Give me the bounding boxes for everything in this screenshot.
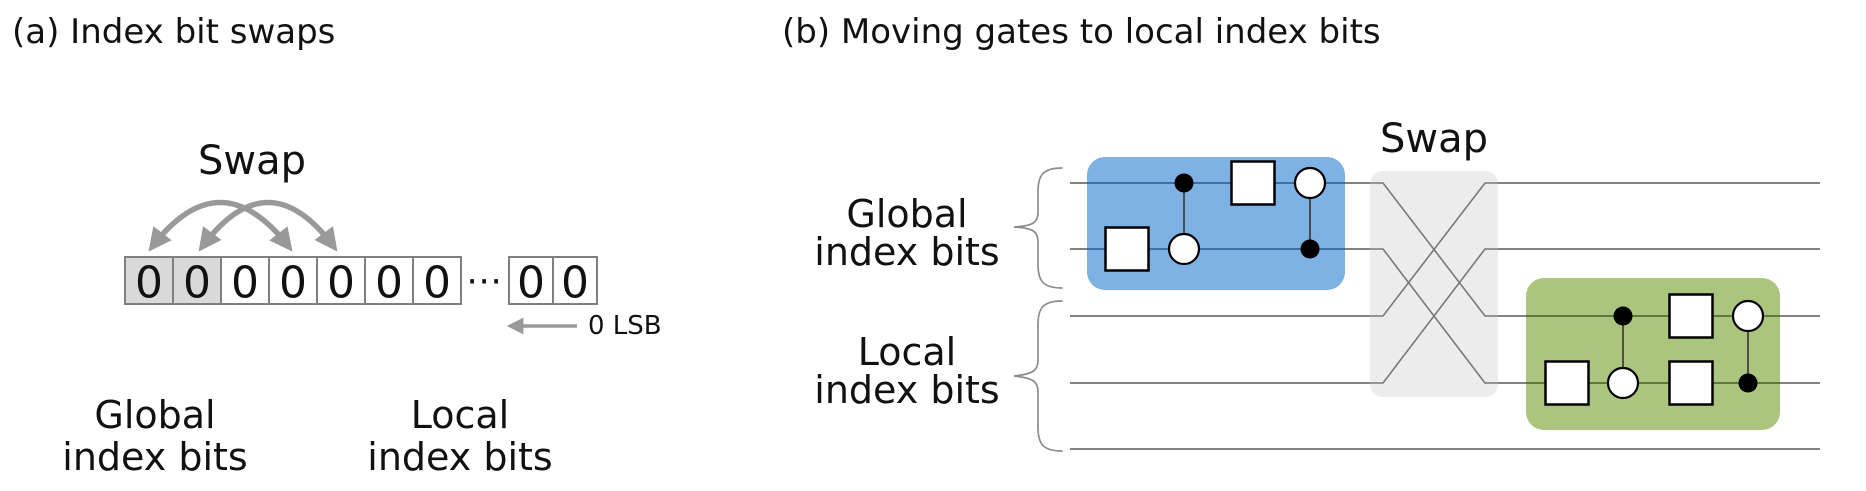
swap-box xyxy=(1370,171,1498,397)
gate-square xyxy=(1230,160,1276,206)
bit-value: 0 xyxy=(231,258,259,309)
gate-square xyxy=(1544,360,1590,406)
panel-a-swap-label: Swap xyxy=(198,138,306,184)
control-dot xyxy=(1174,173,1194,193)
crossing-wire3-to-wire1 xyxy=(1370,182,1498,317)
swap-crossings xyxy=(1370,182,1498,384)
panel-b-group-labels: Global index bits Local index bits xyxy=(814,192,999,412)
swap-arc-2 xyxy=(198,199,338,252)
bit-value: 0 xyxy=(327,258,355,309)
braces xyxy=(1013,167,1063,452)
bit-value: 0 xyxy=(517,258,545,309)
bit-value: 0 xyxy=(423,258,451,309)
target-circle xyxy=(1167,232,1201,266)
control-dot xyxy=(1300,239,1320,259)
global-gates xyxy=(1104,160,1327,272)
bit-value: 0 xyxy=(375,258,403,309)
bit-cell xyxy=(552,256,598,305)
lsb-annotation: 0 LSB xyxy=(506,311,662,341)
bit-cell xyxy=(268,256,318,305)
bit-array-left: 0 0 0 0 0 0 0 xyxy=(124,256,462,309)
target-circle xyxy=(1293,166,1327,200)
global-bits-label-line1: Global xyxy=(94,393,215,437)
bit-cell xyxy=(364,256,414,305)
panel-b-title: (b) Moving gates to local index bits xyxy=(782,12,1381,52)
gate-square xyxy=(1668,293,1714,339)
target-circle xyxy=(1606,366,1640,400)
local-bits-label-line1: Local xyxy=(411,393,510,437)
global-bits-brace xyxy=(1013,167,1063,289)
bit-value: 0 xyxy=(561,258,589,309)
swap-arcs xyxy=(148,199,338,252)
local-gates xyxy=(1544,293,1765,406)
global-bits-label-line1: Global xyxy=(846,192,967,236)
panel-a: (a) Index bit swaps Swap 0 0 0 0 0 0 0 ⋯ xyxy=(12,12,662,479)
gate-square xyxy=(1104,226,1150,272)
lsb-label: 0 LSB xyxy=(588,311,662,341)
crossing-wire4-to-wire2 xyxy=(1370,248,1498,384)
ellipsis: ⋯ xyxy=(466,261,502,302)
control-dot xyxy=(1613,306,1633,326)
bit-value: 0 xyxy=(135,258,163,309)
bit-cell xyxy=(412,256,462,305)
local-bits-label-line1: Local xyxy=(858,330,957,374)
control-dot xyxy=(1738,373,1758,393)
local-bits-brace xyxy=(1013,300,1063,452)
bit-cell xyxy=(220,256,270,305)
bit-cell xyxy=(508,256,554,305)
panel-a-group-labels: Global index bits Local index bits xyxy=(62,393,552,479)
global-bits-label-line2: index bits xyxy=(814,230,999,274)
target-circle xyxy=(1731,299,1765,333)
global-bits-label-line2: index bits xyxy=(62,435,247,479)
bit-value: 0 xyxy=(183,258,211,309)
local-bits-label-line2: index bits xyxy=(367,435,552,479)
panel-a-title: (a) Index bit swaps xyxy=(12,12,335,52)
bit-value: 0 xyxy=(279,258,307,309)
gate-square xyxy=(1668,360,1714,406)
local-gates-box xyxy=(1526,278,1780,430)
panel-b: (b) Moving gates to local index bits Swa… xyxy=(782,12,1820,452)
panel-b-swap-label: Swap xyxy=(1380,116,1488,162)
bit-array-right: 0 0 xyxy=(508,256,598,309)
local-bits-label-line2: index bits xyxy=(814,368,999,412)
global-gates-box xyxy=(1087,157,1345,290)
